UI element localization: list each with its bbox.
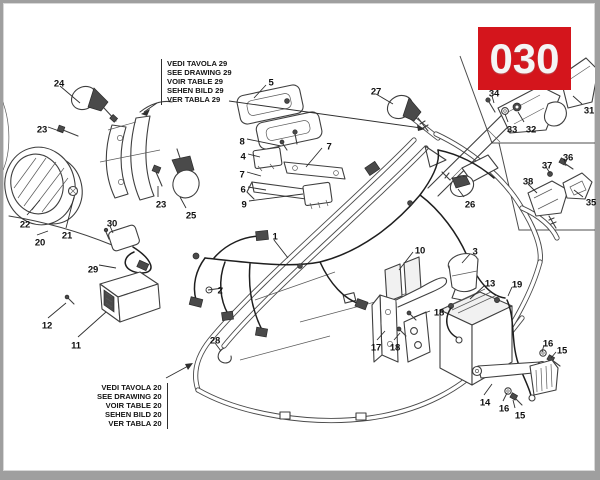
bolt-23-signal-25-drawing xyxy=(151,148,200,199)
part-label-7b: 7 xyxy=(239,169,245,181)
note-see-drawing-29: VEDI TAVOLA 29 SEE DRAWING 29 VOIR TABLE… xyxy=(161,59,232,105)
part-label-25: 25 xyxy=(185,210,197,222)
screw-37-drawing xyxy=(547,171,553,177)
part-label-37: 37 xyxy=(541,160,553,172)
part-label-35: 35 xyxy=(585,197,597,209)
part-label-32: 32 xyxy=(525,124,537,136)
note-line: SEE DRAWING 29 xyxy=(167,68,232,78)
turn-signal-26-drawing xyxy=(441,171,475,198)
part-label-3: 3 xyxy=(472,246,478,258)
part-label-18a: 18 xyxy=(433,307,445,319)
note-line: VER TABLA 20 xyxy=(108,419,162,429)
exploded-diagram xyxy=(3,55,595,424)
part-label-2: 2 xyxy=(217,285,223,297)
part-label-23b: 23 xyxy=(155,199,167,211)
part-label-13: 13 xyxy=(484,278,496,290)
relay-4-drawing xyxy=(252,146,283,170)
part-label-15a: 15 xyxy=(556,345,568,357)
bracket-7-drawing xyxy=(283,161,346,180)
part-label-27: 27 xyxy=(370,86,382,98)
turn-signal-27-drawing xyxy=(386,94,429,132)
part-label-16a: 16 xyxy=(542,338,554,350)
note-line: SEE DRAWING 20 xyxy=(97,392,162,402)
part-label-34: 34 xyxy=(488,88,500,100)
cdi-unit-11-drawing xyxy=(64,271,161,323)
battery-strap-cluster-drawing xyxy=(471,349,561,406)
note-see-drawing-20: VEDI TAVOLA 20 SEE DRAWING 20 VOIR TABLE… xyxy=(97,383,168,429)
relay-bracket-cluster-drawing xyxy=(246,129,346,210)
regulator-drawing xyxy=(529,359,559,396)
bracket-6-drawing xyxy=(251,181,307,200)
wire-20-drawing xyxy=(8,215,113,246)
pads-10-drawing xyxy=(384,256,422,303)
plate-number-text: 030 xyxy=(489,34,560,82)
part-label-8: 8 xyxy=(239,136,245,148)
part-label-22: 22 xyxy=(19,219,31,231)
relay-9-drawing xyxy=(302,181,333,207)
plate-light-inset-drawing xyxy=(527,157,593,229)
part-label-16b: 16 xyxy=(498,403,510,415)
part-label-30: 30 xyxy=(106,218,118,230)
part-label-10: 10 xyxy=(414,245,426,257)
headlight-drawing xyxy=(4,146,83,226)
part-label-17: 17 xyxy=(370,342,382,354)
part-label-31: 31 xyxy=(583,105,595,117)
horn-3-drawing xyxy=(447,252,479,301)
screw-7-drawing xyxy=(294,133,298,145)
ignition-coil-29-drawing xyxy=(103,224,152,274)
part-label-11: 11 xyxy=(71,340,81,352)
bolt-23-front-drawing xyxy=(56,124,79,137)
plate-number-badge: 030 xyxy=(478,27,571,90)
turn-signal-24-drawing xyxy=(70,85,119,123)
ecu-5-drawing xyxy=(236,84,323,150)
leader-lines xyxy=(26,84,584,409)
part-label-24: 24 xyxy=(53,78,65,90)
part-label-28: 28 xyxy=(209,335,221,347)
washer-16b-drawing xyxy=(504,387,512,395)
plate-light-38-drawing xyxy=(527,180,569,217)
note-line: VOIR TABLE 20 xyxy=(105,401,162,411)
part-label-23a: 23 xyxy=(36,124,48,136)
part-label-29: 29 xyxy=(87,264,99,276)
wiring-harness-drawing xyxy=(188,149,506,338)
headlight-bracket-drawing xyxy=(99,100,173,201)
note-line: SEHEN BILD 29 xyxy=(167,86,224,96)
screw-8-drawing xyxy=(282,143,288,151)
part-label-4: 4 xyxy=(240,151,246,163)
part-label-36: 36 xyxy=(562,152,574,164)
note-line: VER TABLA 29 xyxy=(167,95,221,105)
washer-33-drawing xyxy=(501,107,509,115)
bolt-15b-drawing xyxy=(514,397,523,406)
screw-12-drawing xyxy=(67,297,75,305)
part-label-38: 38 xyxy=(522,176,534,188)
battery-bracket-17-drawing xyxy=(371,277,448,363)
part-label-5: 5 xyxy=(268,77,274,89)
part-label-12: 12 xyxy=(41,320,53,332)
note-callout-lines xyxy=(141,100,425,379)
plate-light-lens-35-drawing xyxy=(562,172,593,200)
part-label-21: 21 xyxy=(61,230,73,242)
part-label-14: 14 xyxy=(479,397,491,409)
part-label-33: 33 xyxy=(506,124,518,136)
clip-28-drawing xyxy=(217,347,232,364)
part-label-18b: 18 xyxy=(389,342,401,354)
note-line: SEHEN BILD 20 xyxy=(105,410,162,420)
part-label-1: 1 xyxy=(272,231,278,243)
note-line: VOIR TABLE 29 xyxy=(167,77,223,87)
part-label-7a: 7 xyxy=(326,141,332,153)
washer-16a-drawing xyxy=(539,349,547,357)
catalog-page: 030 VEDI TAVOLA 29 SEE DRAWING 29 VOIR T… xyxy=(3,3,597,471)
part-label-20: 20 xyxy=(34,237,46,249)
part-label-19: 19 xyxy=(511,279,523,291)
part-label-15b: 15 xyxy=(514,410,526,422)
bolt-18b-drawing xyxy=(399,329,407,337)
screw-30-drawing xyxy=(105,231,110,240)
screw-34-drawing xyxy=(488,101,496,113)
part-label-6: 6 xyxy=(240,184,246,196)
bolt-18a-drawing xyxy=(409,313,417,321)
part-label-9: 9 xyxy=(241,199,247,211)
part-label-26: 26 xyxy=(464,199,476,211)
note-line: VEDI TAVOLA 20 xyxy=(101,383,162,392)
note-line: VEDI TAVOLA 29 xyxy=(167,59,228,68)
